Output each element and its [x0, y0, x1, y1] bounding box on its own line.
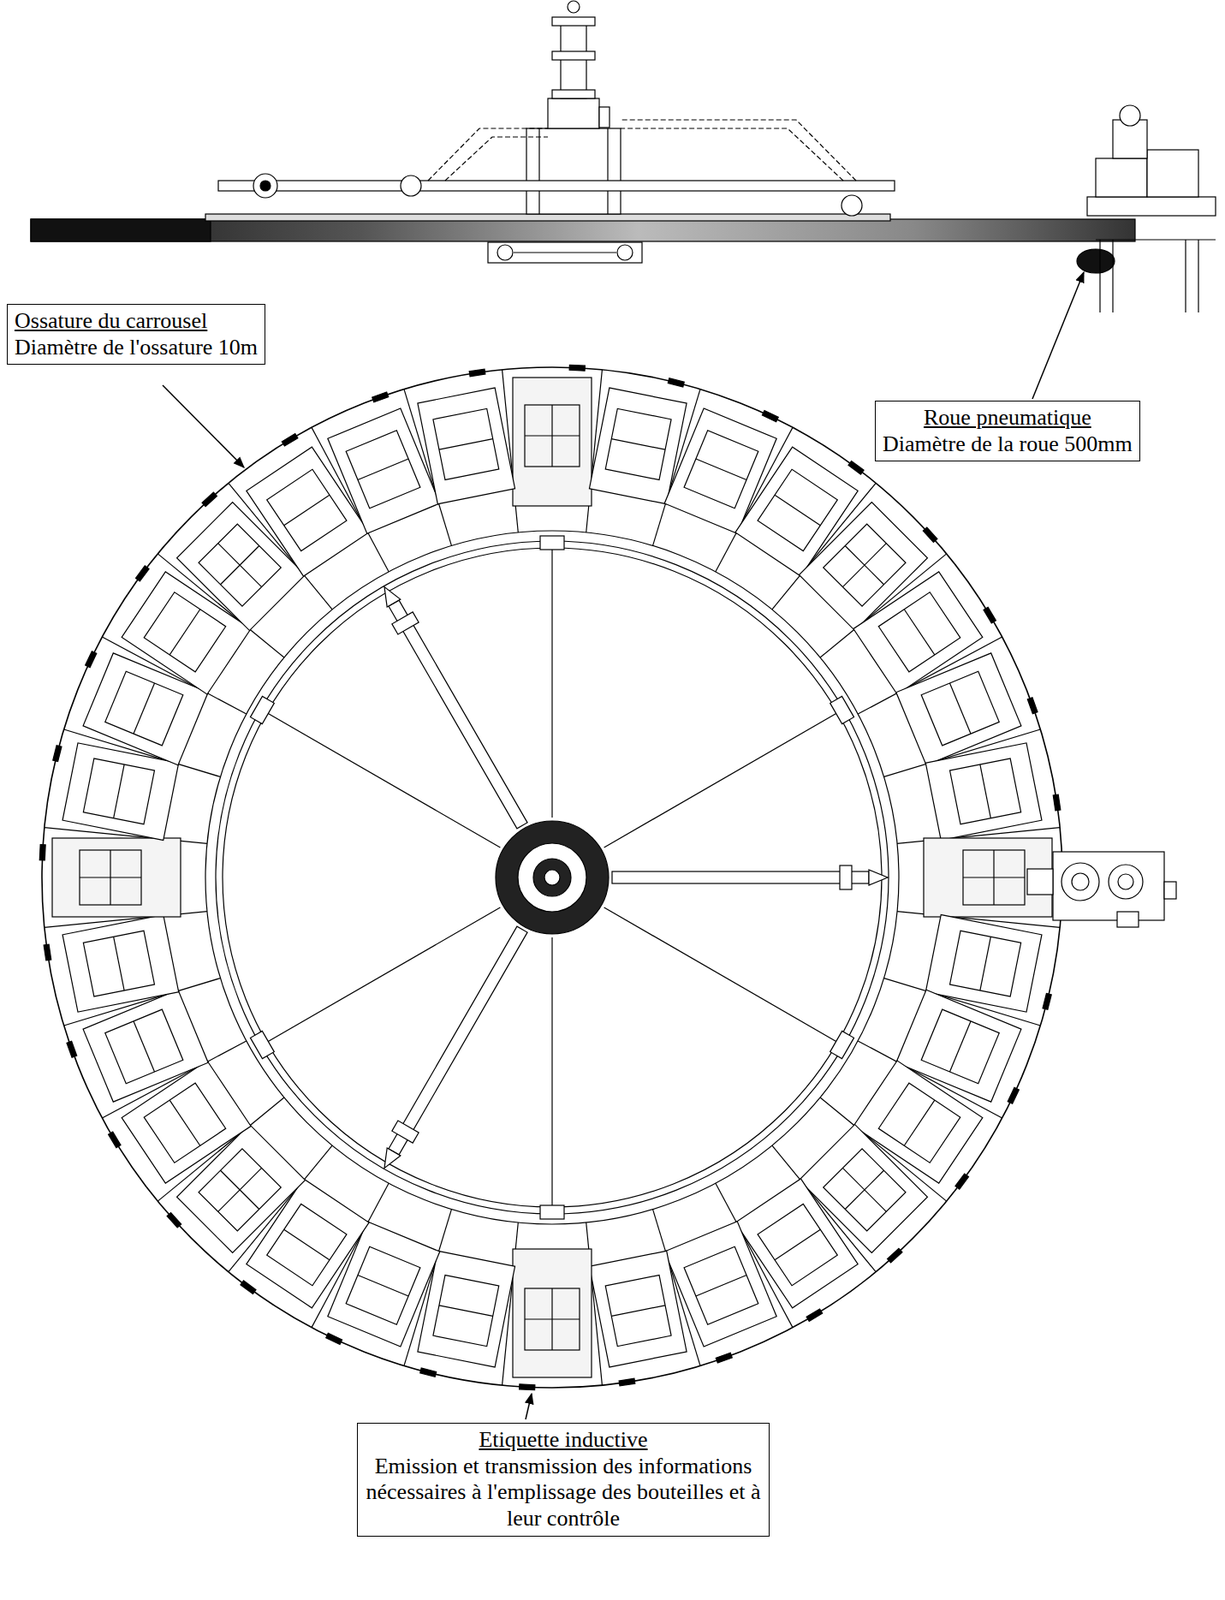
side-view — [30, 0, 1216, 313]
callout-box: Roue pneumatiqueDiamètre de la roue 500m… — [874, 400, 1141, 462]
callout-box: Ossature du carrouselDiamètre de l'ossat… — [6, 303, 266, 365]
callout-heading: Ossature du carrousel — [14, 308, 258, 335]
callout-text: Diamètre de l'ossature 10m — [14, 334, 258, 362]
callout-text: Diamètre de la roue 500mm — [882, 431, 1133, 458]
callout-text: Emission et transmission des information… — [364, 1453, 762, 1533]
callout-heading: Etiquette inductive — [364, 1427, 762, 1454]
plan-view — [39, 364, 1065, 1390]
wheel-plan — [1027, 851, 1177, 928]
callout-box: Etiquette inductiveEmission et transmiss… — [356, 1422, 770, 1537]
callout-heading: Roue pneumatique — [882, 404, 1133, 432]
